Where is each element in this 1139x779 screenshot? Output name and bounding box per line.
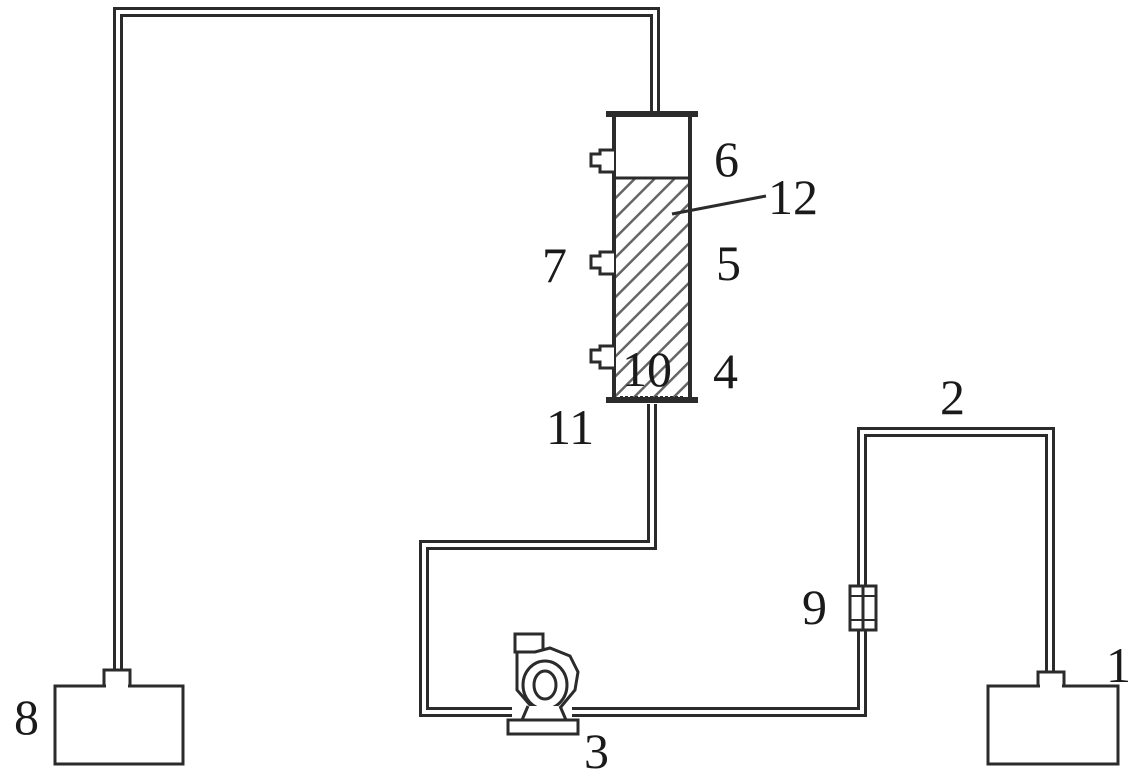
- feed-tank-1: [986, 670, 1120, 766]
- label-11: 11: [546, 399, 595, 455]
- label-5: 5: [716, 235, 741, 291]
- pipe-pump-to-feed: [572, 427, 1055, 717]
- label-2: 2: [940, 369, 965, 425]
- sampling-port-top: [589, 148, 614, 174]
- label-7: 7: [542, 237, 567, 293]
- flowmeter-9: [848, 584, 878, 632]
- leader-line-12: [671, 194, 767, 216]
- label-10: 10: [622, 341, 672, 397]
- pipe-top-return: [113, 7, 660, 670]
- label-4: 4: [713, 343, 738, 399]
- label-3: 3: [584, 723, 609, 779]
- reservoir-8: [53, 668, 185, 766]
- label-12: 12: [768, 169, 818, 225]
- pump-3: [506, 632, 580, 736]
- label-6: 6: [714, 131, 739, 187]
- label-1: 1: [1106, 637, 1131, 693]
- sampling-port-middle: [589, 250, 614, 276]
- label-8: 8: [14, 689, 39, 745]
- sampling-port-bottom: [589, 344, 614, 370]
- label-9: 9: [802, 579, 827, 635]
- pipe-column-to-pump: [419, 404, 657, 717]
